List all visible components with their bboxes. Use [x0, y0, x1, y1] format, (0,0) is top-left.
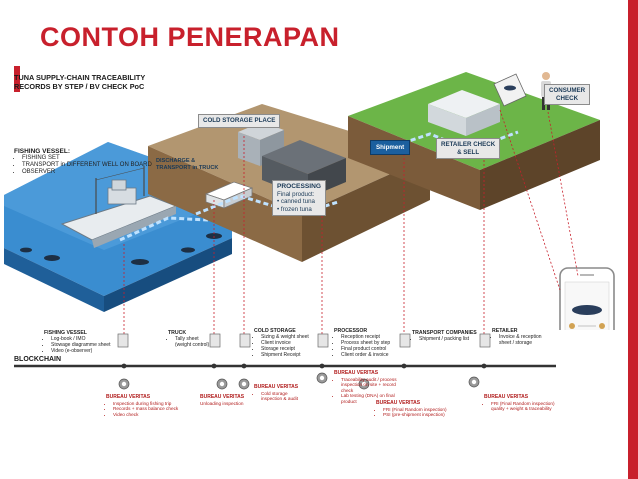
bv-item: Video check	[113, 412, 178, 418]
fishing-vessel-icon	[60, 166, 178, 248]
stage-title: PROCESSOR	[334, 328, 368, 334]
callout-discharge-line-1: DISCHARGE &	[156, 158, 196, 164]
stage-retailer: RETAILER Invoice & reception sheet / sto…	[492, 328, 542, 346]
stage-item: Shipment / packing list	[419, 336, 477, 342]
fishing-vessel-title: FISHING VESSEL:	[14, 148, 70, 155]
bv-title: BUREAU VERITAS	[200, 394, 245, 400]
stage-title: FISHING VESSEL	[44, 330, 87, 336]
stage-item: Sizing & weight sheet	[261, 334, 309, 340]
supply-chain-illustration	[4, 72, 615, 330]
processing-title: PROCESSING	[277, 183, 321, 190]
stage-processor: PROCESSOR Reception receipt Process shee…	[334, 328, 390, 358]
subtitle-accent	[14, 66, 20, 92]
callout-consumer: CONSUMER CHECK	[544, 84, 591, 105]
bv-item: check	[341, 387, 354, 393]
stage-item: Tally sheet	[175, 336, 209, 342]
bv-item: inspection on site + record	[341, 382, 396, 388]
stage-item: sheet / storage	[499, 340, 533, 346]
grass-side-left	[348, 116, 480, 210]
processing-sub: Final product:	[277, 190, 315, 198]
processing-item-1: • canned tuna	[277, 198, 315, 205]
bv-retailer: BUREAU VERITAS FRI (Final Random inspect…	[484, 394, 555, 412]
subtitle: TUNA SUPPLY-CHAIN TRACEABILITY RECORDS B…	[14, 73, 145, 91]
stage-title: TRUCK	[168, 330, 187, 336]
bv-title: BUREAU VERITAS	[334, 370, 379, 376]
stage-item: Shipment Receipt	[261, 352, 309, 358]
stage-item: Storage receipt	[261, 346, 309, 352]
stage-title: TRANSPORT COMPANIES	[412, 330, 477, 336]
grass-side-right	[480, 120, 600, 210]
callout-cold-storage: COLD STORAGE PLACE	[198, 114, 281, 128]
stage-item: Log-book / IMO	[51, 336, 110, 342]
bv-item: Records + mass balance check	[113, 406, 178, 412]
stage-item: Stowage diagramme sheet	[51, 342, 110, 348]
bv-item: Lab testing (DNA) on final	[341, 393, 397, 399]
stage-item: (weight control)	[175, 342, 210, 348]
document-icons	[117, 333, 491, 348]
billboard-icon	[493, 73, 527, 107]
callout-shipment: Shipment	[370, 140, 411, 155]
bv-title: BUREAU VERITAS	[376, 400, 421, 406]
callout-discharge-line-2: TRANSPORT in TRUCK	[156, 165, 219, 171]
bv-item: Cold storage	[261, 391, 298, 397]
bv-item: Traceability audit / process	[341, 377, 397, 383]
callout-discharge: DISCHARGE & TRANSPORT in TRUCK	[156, 158, 218, 172]
ocean-side-left	[4, 248, 104, 312]
callout-processing: PROCESSING Final product: • canned tuna …	[272, 180, 326, 216]
bv-item: FRI (Final Random inspection)	[383, 407, 447, 413]
phone-icon	[559, 267, 615, 330]
subtitle-line-1: TUNA SUPPLY-CHAIN TRACEABILITY	[14, 73, 146, 82]
soil-side-right	[302, 156, 430, 262]
callout-retailer-line-2: & SELL	[457, 148, 480, 156]
bv-title: BUREAU VERITAS	[106, 394, 151, 400]
ocean-side-right	[104, 238, 232, 312]
stage-title: RETAILER	[492, 328, 518, 334]
stage-item: Client order & invoice	[341, 352, 390, 358]
bv-item: product	[341, 398, 357, 404]
processing-item-2: • frozen tuna	[277, 205, 312, 213]
bv-cold-storage: BUREAU VERITAS Cold storage inspection &…	[254, 384, 298, 402]
stage-item: Video (e-observer)	[51, 348, 110, 354]
callout-retailer-line-1: RETAILER CHECK	[441, 141, 496, 148]
bv-title: BUREAU VERITAS	[484, 394, 529, 400]
bv-item: FRI (Final Random inspection)	[491, 401, 555, 407]
stage-cold-storage: COLD STORAGE Sizing & weight sheet Clien…	[254, 328, 309, 358]
retailer-store	[428, 90, 500, 136]
bv-processor: BUREAU VERITAS Traceability audit / proc…	[334, 370, 397, 405]
bv-item: inspection & audit	[261, 396, 299, 402]
stage-item: Final product control	[341, 346, 390, 352]
blockchain-label: BLOCKCHAIN	[14, 356, 62, 363]
fishing-vessel-label: FISHING VESSEL: FISHING SET TRANSPORT in…	[14, 148, 152, 176]
callout-retailer: RETAILER CHECK & SELL	[436, 138, 501, 159]
fishing-vessel-item: FISHING SET	[22, 155, 152, 162]
stage-truck: TRUCK Tally sheet (weight control)	[168, 330, 209, 348]
stage-item: Client invoice	[261, 340, 309, 346]
bv-item: Unloading inspection	[200, 400, 244, 406]
bv-item: Inspection during fishing trip	[113, 401, 178, 407]
stage-item: Process sheet by step	[341, 340, 390, 346]
stage-transport: TRANSPORT COMPANIES Shipment / packing l…	[412, 330, 477, 342]
stage-title: COLD STORAGE	[254, 328, 296, 334]
callout-consumer-line-1: CONSUMER	[549, 87, 586, 94]
callout-consumer-line-2: CHECK	[556, 94, 579, 102]
subtitle-line-2: RECORDS BY STEP / BV CHECK PoC	[14, 82, 145, 91]
bv-transport: BUREAU VERITAS FRI (Final Random inspect…	[376, 400, 447, 418]
right-accent-bar	[628, 0, 638, 479]
slide-title: CONTOH PENERAPAN	[40, 22, 340, 52]
fishing-vessel-item: OBSERVER	[22, 169, 152, 176]
ocean-route	[119, 216, 209, 242]
bv-fishing: BUREAU VERITAS Inspection during fishing…	[106, 394, 178, 417]
bv-item: quality + weight & traceability	[491, 406, 552, 412]
bv-truck: BUREAU VERITAS Unloading inspection	[200, 394, 244, 406]
stage-item: Invoice & reception	[499, 334, 542, 340]
bv-title: BUREAU VERITAS	[254, 384, 299, 390]
stage-item: Reception receipt	[341, 334, 390, 340]
bv-item: PSI (pre-shipment inspection)	[383, 412, 447, 418]
fishing-vessel-item: TRANSPORT in DIFFERENT WELL ON BOARD	[22, 162, 152, 169]
stage-fishing-vessel: FISHING VESSEL Log-book / IMO Stowage di…	[44, 330, 110, 354]
bv-medal-icons	[118, 372, 480, 390]
